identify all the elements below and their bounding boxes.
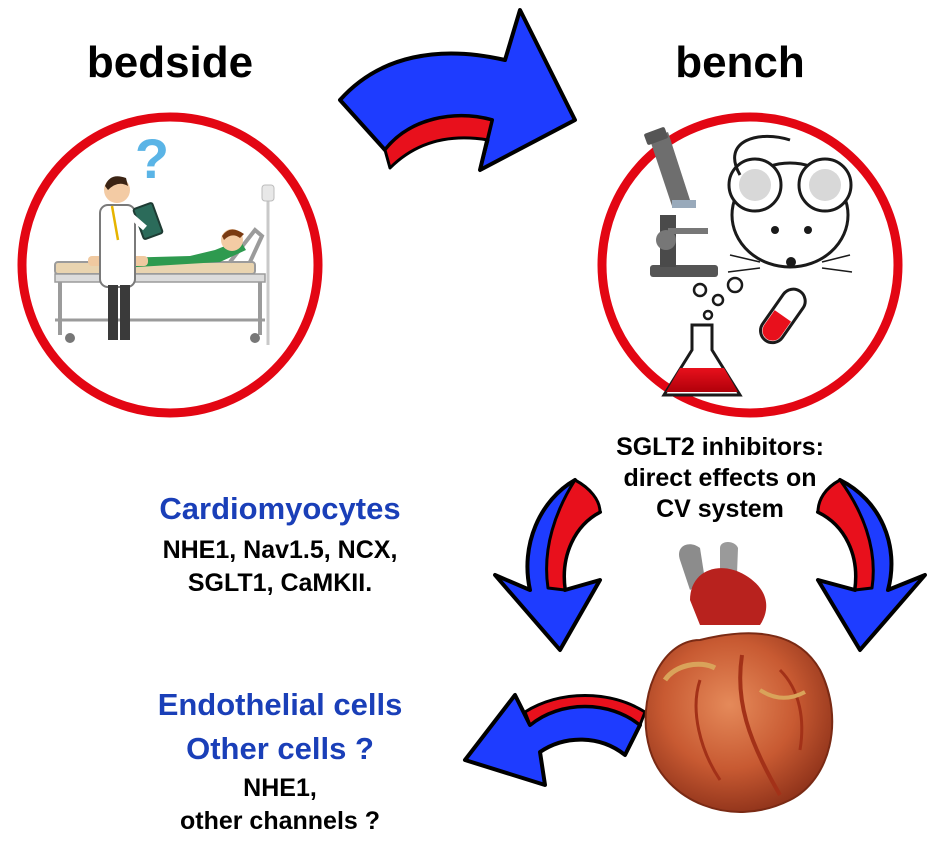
doctor-patient-bed-icon: ? (54, 127, 275, 345)
anatomical-heart-icon (644, 542, 834, 813)
svg-text:?: ? (135, 127, 169, 190)
bottom-curved-arrow-icon (463, 693, 647, 787)
bedside-title: bedside (86, 38, 254, 87)
sglt2-line-1: SGLT2 inhibitors: (616, 433, 824, 461)
other-cells-heading: Other cells ? (186, 731, 374, 766)
left-curved-arrow-icon (493, 478, 602, 652)
endo-targets-line-1: NHE1, (243, 774, 317, 802)
bench-title: bench (675, 38, 805, 87)
sglt2-line-3: CV system (656, 495, 784, 523)
cardio-targets-line-1: NHE1, Nav1.5, NCX, (162, 536, 398, 564)
cardiomyocytes-heading: Cardiomyocytes (159, 491, 401, 526)
sglt2-line-2: direct effects on (623, 464, 817, 492)
top-curved-arrow-icon (338, 8, 577, 172)
endothelial-heading: Endothelial cells (157, 687, 403, 722)
lab-microscope-mouse-flask-icon (644, 127, 853, 397)
endo-targets-line-2: other channels ? (179, 807, 381, 835)
right-curved-arrow-icon (816, 478, 927, 652)
cardio-targets-line-2: SGLT1, CaMKII. (187, 569, 373, 597)
